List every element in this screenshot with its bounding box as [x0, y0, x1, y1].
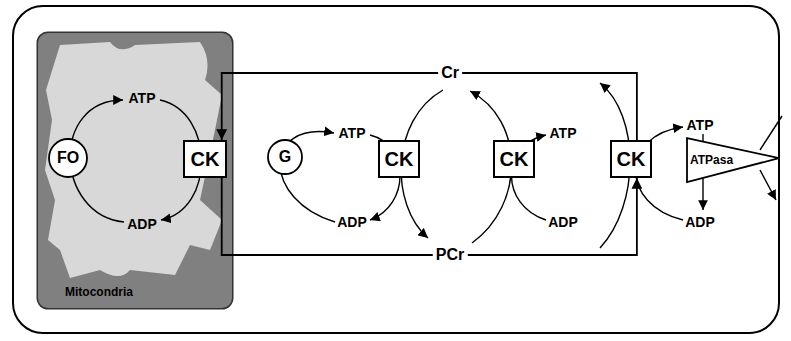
hydrolysis-arrow	[702, 134, 703, 210]
edge-label: PCr	[433, 246, 467, 264]
matrix-shape	[45, 42, 222, 278]
reaction-arrow	[600, 83, 630, 248]
reaction-arrow	[512, 135, 547, 220]
ion-arrow	[760, 170, 776, 200]
metabolite-label: ATP	[550, 125, 577, 141]
reaction-arrow	[160, 100, 201, 220]
mitochondrion-box: Mitocondria FO CK	[38, 33, 232, 308]
circle-shape	[49, 139, 87, 177]
reaction-arrow	[401, 90, 443, 238]
metabolite-label: ATP	[687, 117, 714, 133]
enzyme-box: CK	[378, 140, 420, 178]
glycolysis-circle: G	[267, 139, 303, 175]
node-label: CK	[500, 148, 529, 171]
metabolite-label: ADP	[127, 216, 157, 232]
reaction-arrow	[280, 132, 335, 222]
enzyme-box: CK	[493, 140, 535, 178]
ion-path	[760, 116, 782, 150]
enzyme-box: CK	[610, 140, 652, 178]
metabolite-label: ADP	[337, 214, 367, 230]
triangle-shape	[687, 138, 779, 182]
metabolite-label: ADP	[548, 214, 578, 230]
cell-membrane	[13, 6, 779, 333]
node-label: CK	[385, 148, 414, 171]
shuttle-connector	[222, 178, 637, 255]
reaction-arrow	[370, 135, 400, 220]
reaction-arrow	[636, 127, 683, 220]
node-label: ATPasa	[690, 154, 733, 168]
metabolite-label: ADP	[685, 214, 715, 230]
reaction-arrow	[70, 100, 124, 222]
metabolite-label: ATP	[339, 125, 366, 141]
oxphos-circle: FO	[48, 138, 88, 178]
atpase-triangle: ATPasa	[686, 137, 780, 183]
node-label: G	[279, 148, 291, 166]
node-label: CK	[191, 148, 220, 171]
circle-shape	[268, 140, 302, 174]
enzyme-box: CK	[183, 140, 227, 178]
node-label: FO	[57, 149, 79, 167]
reaction-arrow	[470, 91, 512, 243]
node-label: CK	[617, 148, 646, 171]
compartment-name: Mitocondria	[65, 286, 133, 300]
edge-label: Cr	[438, 64, 462, 82]
metabolite-label: ATP	[129, 90, 156, 106]
